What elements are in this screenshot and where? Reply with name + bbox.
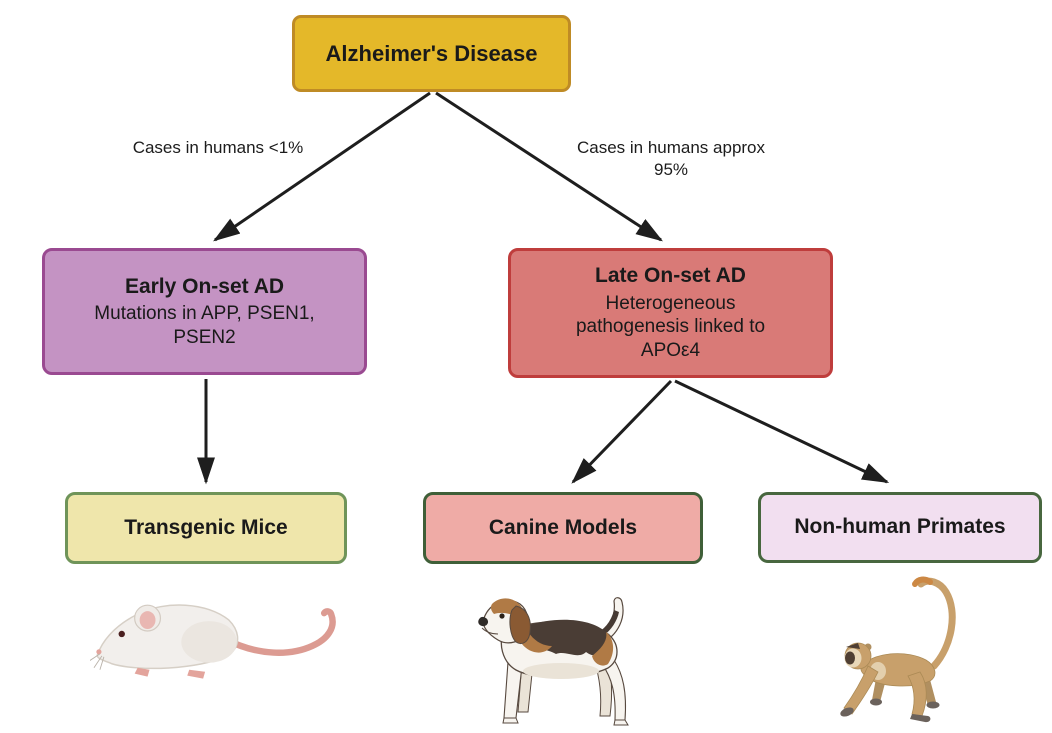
edge-root-to-early: [213, 91, 431, 242]
node-late-onset-title: Late On-set AD: [595, 264, 746, 288]
edge-late-to-primates: [674, 379, 890, 484]
node-early-onset-detail: Mutations in APP, PSEN1, PSEN2: [94, 302, 315, 348]
node-transgenic-mice-title: Transgenic Mice: [124, 515, 288, 539]
node-canine-models: Canine Models: [423, 492, 703, 564]
node-transgenic-mice: Transgenic Mice: [65, 492, 347, 564]
branch-label-late: Cases in humans approx 95%: [546, 137, 796, 181]
node-late-onset-detail: Heterogeneous pathogenesis linked to APO…: [575, 292, 766, 362]
node-early-onset-ad: Early On-set AD Mutations in APP, PSEN1,…: [42, 248, 367, 375]
branch-label-early: Cases in humans <1%: [132, 138, 304, 157]
node-alzheimers-title: Alzheimer's Disease: [325, 40, 538, 66]
node-non-human-primates-title: Non-human Primates: [794, 515, 1006, 539]
node-late-onset-ad: Late On-set AD Heterogeneous pathogenesi…: [508, 248, 833, 378]
monkey-icon: [824, 568, 974, 726]
white-lab-mouse-icon: [90, 582, 348, 682]
branch-label-late-line1: Cases in humans approx: [576, 138, 766, 157]
edge-late-to-canine: [571, 379, 673, 484]
node-early-onset-title: Early On-set AD: [124, 274, 285, 298]
branch-label-late-line2: 95%: [653, 160, 689, 179]
node-non-human-primates: Non-human Primates: [758, 492, 1042, 563]
beagle-dog-icon: [476, 584, 652, 730]
node-canine-models-title: Canine Models: [488, 515, 638, 539]
node-alzheimers-disease: Alzheimer's Disease: [292, 15, 571, 92]
